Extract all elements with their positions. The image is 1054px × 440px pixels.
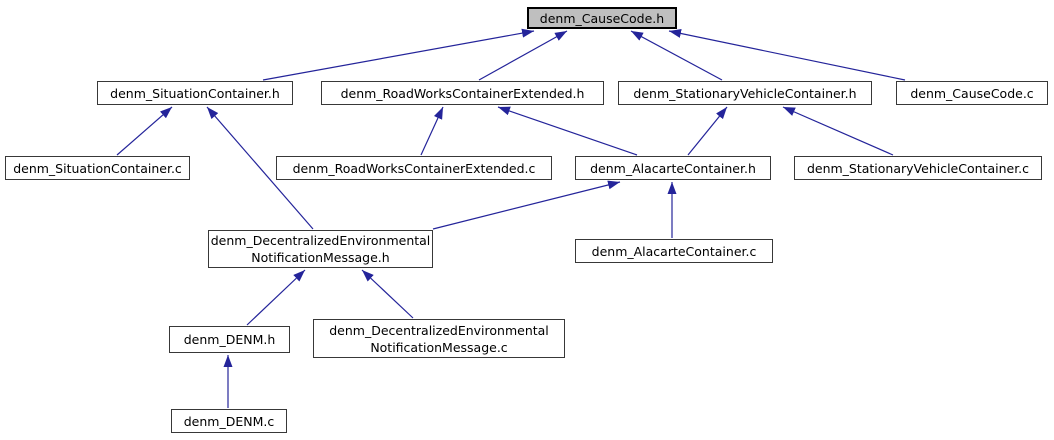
- node-label: denm_DecentralizedEnvironmental: [329, 322, 549, 338]
- edge-denm-causecode-c--denm-causecode-h: [668, 29, 906, 81]
- node-denm-roadworkscontainerextended-c[interactable]: denm_RoadWorksContainerExtended.c: [276, 156, 552, 180]
- node-denm-stationaryvehiclecontainer-c[interactable]: denm_StationaryVehicleContainer.c: [794, 156, 1042, 180]
- edge-denm-roadworkscontainerextended-c--denm-roadworkscontainerextended-h: [420, 106, 444, 156]
- node-denm-denm-h[interactable]: denm_DENM.h: [169, 326, 290, 353]
- edge-denm-roadworkscontainerextended-h--denm-causecode-h: [478, 30, 568, 81]
- node-label: denm_RoadWorksContainerExtended.c: [292, 160, 536, 176]
- edge-denm-situationcontainer-c--denm-situationcontainer-h: [116, 106, 173, 156]
- node-label: denm_AlacarteContainer.h: [590, 160, 756, 176]
- node-denm-stationaryvehiclecontainer-h[interactable]: denm_StationaryVehicleContainer.h: [618, 81, 872, 105]
- node-label: denm_StationaryVehicleContainer.h: [633, 85, 857, 101]
- edge-denm-denm-h--denm-decentralizedenvironmentalnotificationmessage-h: [246, 269, 306, 326]
- edge-denm-stationaryvehiclecontainer-h--denm-causecode-h: [630, 30, 723, 81]
- node-denm-alacartecontainer-c[interactable]: denm_AlacarteContainer.c: [575, 239, 773, 263]
- node-label: denm_SituationContainer.h: [110, 85, 280, 101]
- node-denm-situationcontainer-c[interactable]: denm_SituationContainer.c: [5, 156, 190, 180]
- node-label: NotificationMessage.h: [251, 250, 390, 265]
- node-label: denm_CauseCode.h: [539, 10, 665, 26]
- node-denm-causecode-h: denm_CauseCode.h: [527, 7, 677, 29]
- node-label: denm_DENM.h: [183, 332, 276, 347]
- node-label: denm_AlacarteContainer.c: [591, 243, 757, 259]
- node-denm-denm-c[interactable]: denm_DENM.c: [171, 409, 287, 433]
- edge-denm-decentralizedenvironmentalnotificationmessage-h--denm-alacartecontainer-h: [432, 180, 621, 230]
- node-label: denm_CauseCode.c: [910, 85, 1034, 101]
- node-denm-roadworkscontainerextended-h[interactable]: denm_RoadWorksContainerExtended.h: [321, 81, 604, 105]
- node-label: denm_DecentralizedEnvironmental: [210, 233, 431, 248]
- node-denm-causecode-c[interactable]: denm_CauseCode.c: [896, 81, 1048, 105]
- node-label: denm_RoadWorksContainerExtended.h: [340, 85, 585, 101]
- node-label: NotificationMessage.c: [370, 339, 508, 355]
- edge-denm-stationaryvehiclecontainer-c--denm-stationaryvehiclecontainer-h: [782, 106, 894, 156]
- node-denm-alacartecontainer-h[interactable]: denm_AlacarteContainer.h: [575, 156, 771, 180]
- edge-denm-decentralizedenvironmentalnotificationmessage-h--denm-situationcontainer-h: [206, 106, 314, 230]
- node-label: denm_DENM.c: [183, 413, 275, 429]
- node-label: denm_StationaryVehicleContainer.c: [806, 160, 1030, 176]
- edge-denm-alacartecontainer-h--denm-stationaryvehiclecontainer-h: [687, 106, 728, 156]
- node-denm-situationcontainer-h[interactable]: denm_SituationContainer.h: [97, 81, 293, 105]
- node-label: denm_SituationContainer.c: [13, 160, 182, 176]
- edge-denm-alacartecontainer-h--denm-roadworkscontainerextended-h: [497, 106, 638, 156]
- edge-denm-decentralizedenvironmentalnotificationmessage-c--denm-decentralizedenvironmentalnotificationmessage-h: [361, 269, 414, 319]
- edge-denm-situationcontainer-h--denm-causecode-h: [262, 28, 535, 81]
